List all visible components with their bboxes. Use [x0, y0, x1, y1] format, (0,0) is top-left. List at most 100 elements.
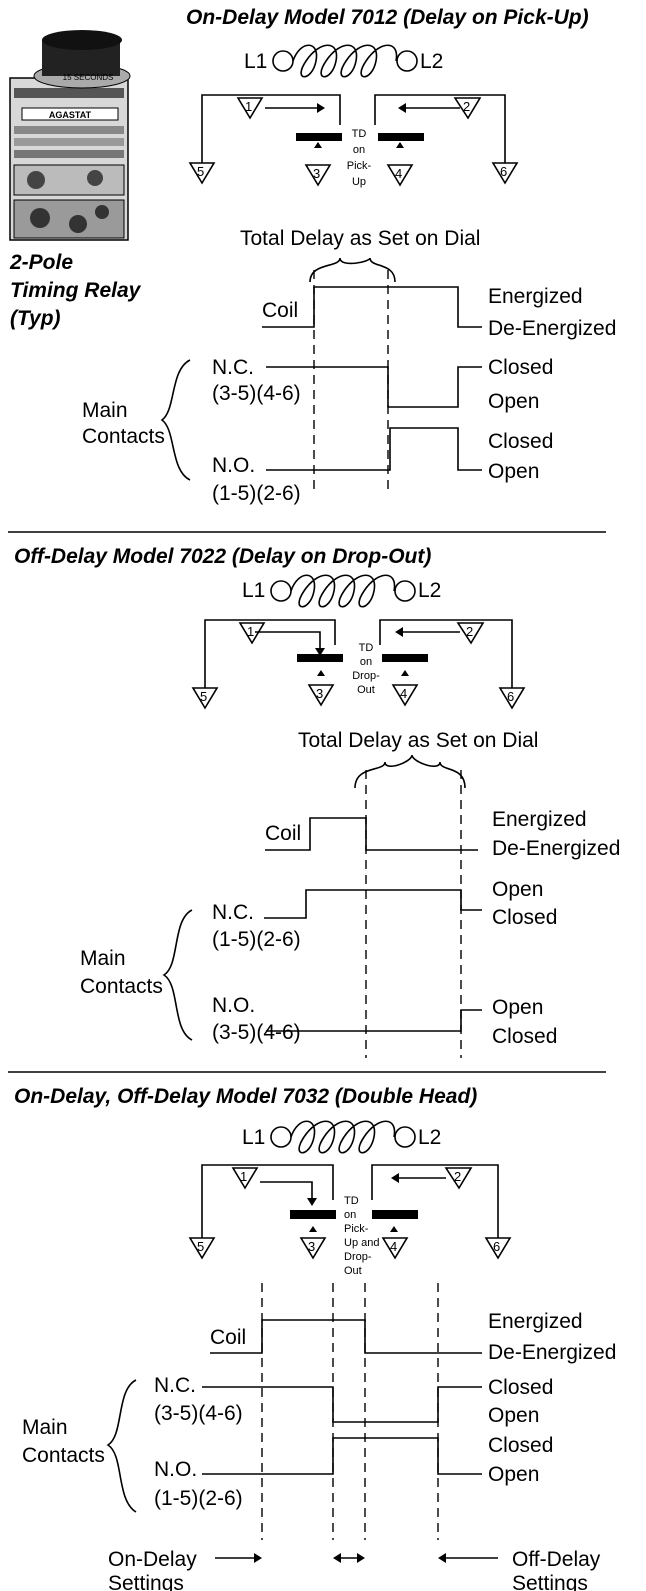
- section3-td-3: Pick-: [344, 1223, 369, 1235]
- section3-td-1: TD: [344, 1195, 359, 1207]
- section3-td-2: on: [344, 1209, 356, 1221]
- section2-nc-label: N.C.: [212, 901, 254, 924]
- section3-title: On-Delay, Off-Delay Model 7032 (Double H…: [14, 1085, 477, 1108]
- section1-td-3: Pick-: [347, 160, 372, 172]
- section1-no-pins: (1-5)(2-6): [212, 482, 301, 505]
- section2-no-state-2: Closed: [492, 1025, 557, 1048]
- section2-l2: L2: [418, 579, 441, 602]
- relay-caption-2: Timing Relay: [10, 279, 142, 302]
- section3-main: Main: [22, 1416, 68, 1439]
- relay-caption-3: (Typ): [10, 307, 61, 330]
- section3-term-5: 5: [197, 1239, 204, 1254]
- section1-term-3: 3: [313, 166, 320, 181]
- section2-td-2: on: [360, 656, 372, 668]
- section3-term-2: 2: [454, 1169, 461, 1184]
- section1-coil-terminal-left: [272, 50, 294, 72]
- section3-no-state-1: Closed: [488, 1434, 553, 1457]
- section2-schematic: L1 L2 1 2 3 4 5 6 TD on Drop- Out: [191, 574, 526, 710]
- section2-nc-state-2: Closed: [492, 906, 557, 929]
- section1-td-4: Up: [352, 176, 366, 188]
- section1-main: Main: [82, 399, 128, 422]
- section2-de-energized: De-Energized: [492, 837, 620, 860]
- section3-term-4: 4: [390, 1239, 397, 1254]
- section1-term-1: 1: [245, 99, 252, 114]
- section1-no-label: N.O.: [212, 454, 255, 477]
- section2-no-label: N.O.: [212, 994, 255, 1017]
- section3-td-4: Up and: [344, 1237, 379, 1249]
- section3-on-settings: Settings: [108, 1572, 184, 1591]
- section3-energized: Energized: [488, 1310, 583, 1333]
- section3-coil-label: Coil: [210, 1326, 246, 1349]
- section1-coil-terminal-right: [396, 50, 418, 72]
- section1-nc-label: N.C.: [212, 356, 254, 379]
- section1-no-state-2: Open: [488, 460, 539, 483]
- section1-nc-state-1: Closed: [488, 356, 553, 379]
- section1-title: On-Delay Model 7012 (Delay on Pick-Up): [186, 6, 589, 29]
- section2-title: Off-Delay Model 7022 (Delay on Drop-Out): [14, 545, 431, 568]
- relay-dial-text: 15 SECONDS: [63, 73, 114, 82]
- section1-coil-winding: [292, 44, 398, 78]
- section2-no-state-1: Open: [492, 996, 543, 1019]
- section1-schematic: L1 L2 1 2 3 4 5 6 TD on Pick- Up: [188, 44, 519, 188]
- relay-brand: AGASTAT: [49, 110, 92, 120]
- section1-td-1: TD: [352, 128, 367, 140]
- section1-coil-label: Coil: [262, 299, 298, 322]
- section2-nc-pins: (1-5)(2-6): [212, 928, 301, 951]
- section2-term-2: 2: [466, 624, 473, 639]
- section2-td-3: Drop-: [352, 670, 380, 682]
- section1-de-energized: De-Energized: [488, 317, 616, 340]
- section3-de-energized: De-Energized: [488, 1341, 616, 1364]
- section1-l2: L2: [420, 50, 443, 73]
- section2-delay-brace: [354, 754, 466, 789]
- section3-nc-pins: (3-5)(4-6): [154, 1402, 243, 1425]
- section3-contacts-brace: [106, 1379, 137, 1513]
- section1-contacts-brace: [160, 359, 191, 481]
- relay-caption-1: 2-Pole: [9, 251, 73, 274]
- section2-td-4: Out: [357, 684, 375, 696]
- section1-total-delay: Total Delay as Set on Dial: [240, 227, 480, 250]
- section3-nc-state-2: Open: [488, 1404, 539, 1427]
- section1-l1: L1: [244, 50, 267, 73]
- section2-contacts: Contacts: [80, 975, 163, 998]
- section1-term-2: 2: [463, 99, 470, 114]
- section2-term-3: 3: [316, 686, 323, 701]
- section3-l1: L1: [242, 1126, 265, 1149]
- section3-term-3: 3: [308, 1239, 315, 1254]
- section2-contacts-brace: [162, 909, 193, 1041]
- section2-td-1: TD: [359, 642, 374, 654]
- section3-td-6: Out: [344, 1265, 362, 1277]
- section3-nc-label: N.C.: [154, 1374, 196, 1397]
- section1-term-4: 4: [395, 166, 402, 181]
- section1-nc-state-2: Open: [488, 390, 539, 413]
- section2-total-delay: Total Delay as Set on Dial: [298, 729, 538, 752]
- section2-nc-state-1: Open: [492, 878, 543, 901]
- section1-delay-brace: [309, 257, 396, 283]
- section3-timing: Coil Energized De-Energized N.C. (3-5)(4…: [22, 1283, 616, 1591]
- section3-term-6: 6: [493, 1239, 500, 1254]
- section1-contacts: Contacts: [82, 425, 165, 448]
- section3-l2: L2: [418, 1126, 441, 1149]
- section3-no-label: N.O.: [154, 1458, 197, 1481]
- section2-l1: L1: [242, 579, 265, 602]
- section1-energized: Energized: [488, 285, 583, 308]
- section3-term-1: 1: [240, 1169, 247, 1184]
- section2-term-6: 6: [507, 689, 514, 704]
- section1-term-5: 5: [197, 164, 204, 179]
- section2-main: Main: [80, 947, 126, 970]
- section3-no-pins: (1-5)(2-6): [154, 1487, 243, 1510]
- section2-no-pins: (3-5)(4-6): [212, 1021, 301, 1044]
- relay-illustration: AGASTAT 15 SECONDS: [9, 30, 131, 241]
- section2-timing: Total Delay as Set on Dial Coil Energize…: [80, 729, 620, 1058]
- section1-td-2: on: [353, 144, 365, 156]
- section2-term-1: 1: [247, 624, 254, 639]
- section1-timing: Total Delay as Set on Dial Coil Energize…: [82, 227, 616, 505]
- section1-no-state-1: Closed: [488, 430, 553, 453]
- section3-schematic: L1 L2 1 2 3 4 5 6 TD on Pick- Up and Dro…: [188, 1120, 512, 1277]
- section3-off-settings: Settings: [512, 1572, 588, 1591]
- section2-energized: Energized: [492, 808, 587, 831]
- section3-nc-state-1: Closed: [488, 1376, 553, 1399]
- section3-on-delay: On-Delay: [108, 1548, 197, 1571]
- section2-coil-label: Coil: [265, 822, 301, 845]
- section3-td-5: Drop-: [344, 1251, 372, 1263]
